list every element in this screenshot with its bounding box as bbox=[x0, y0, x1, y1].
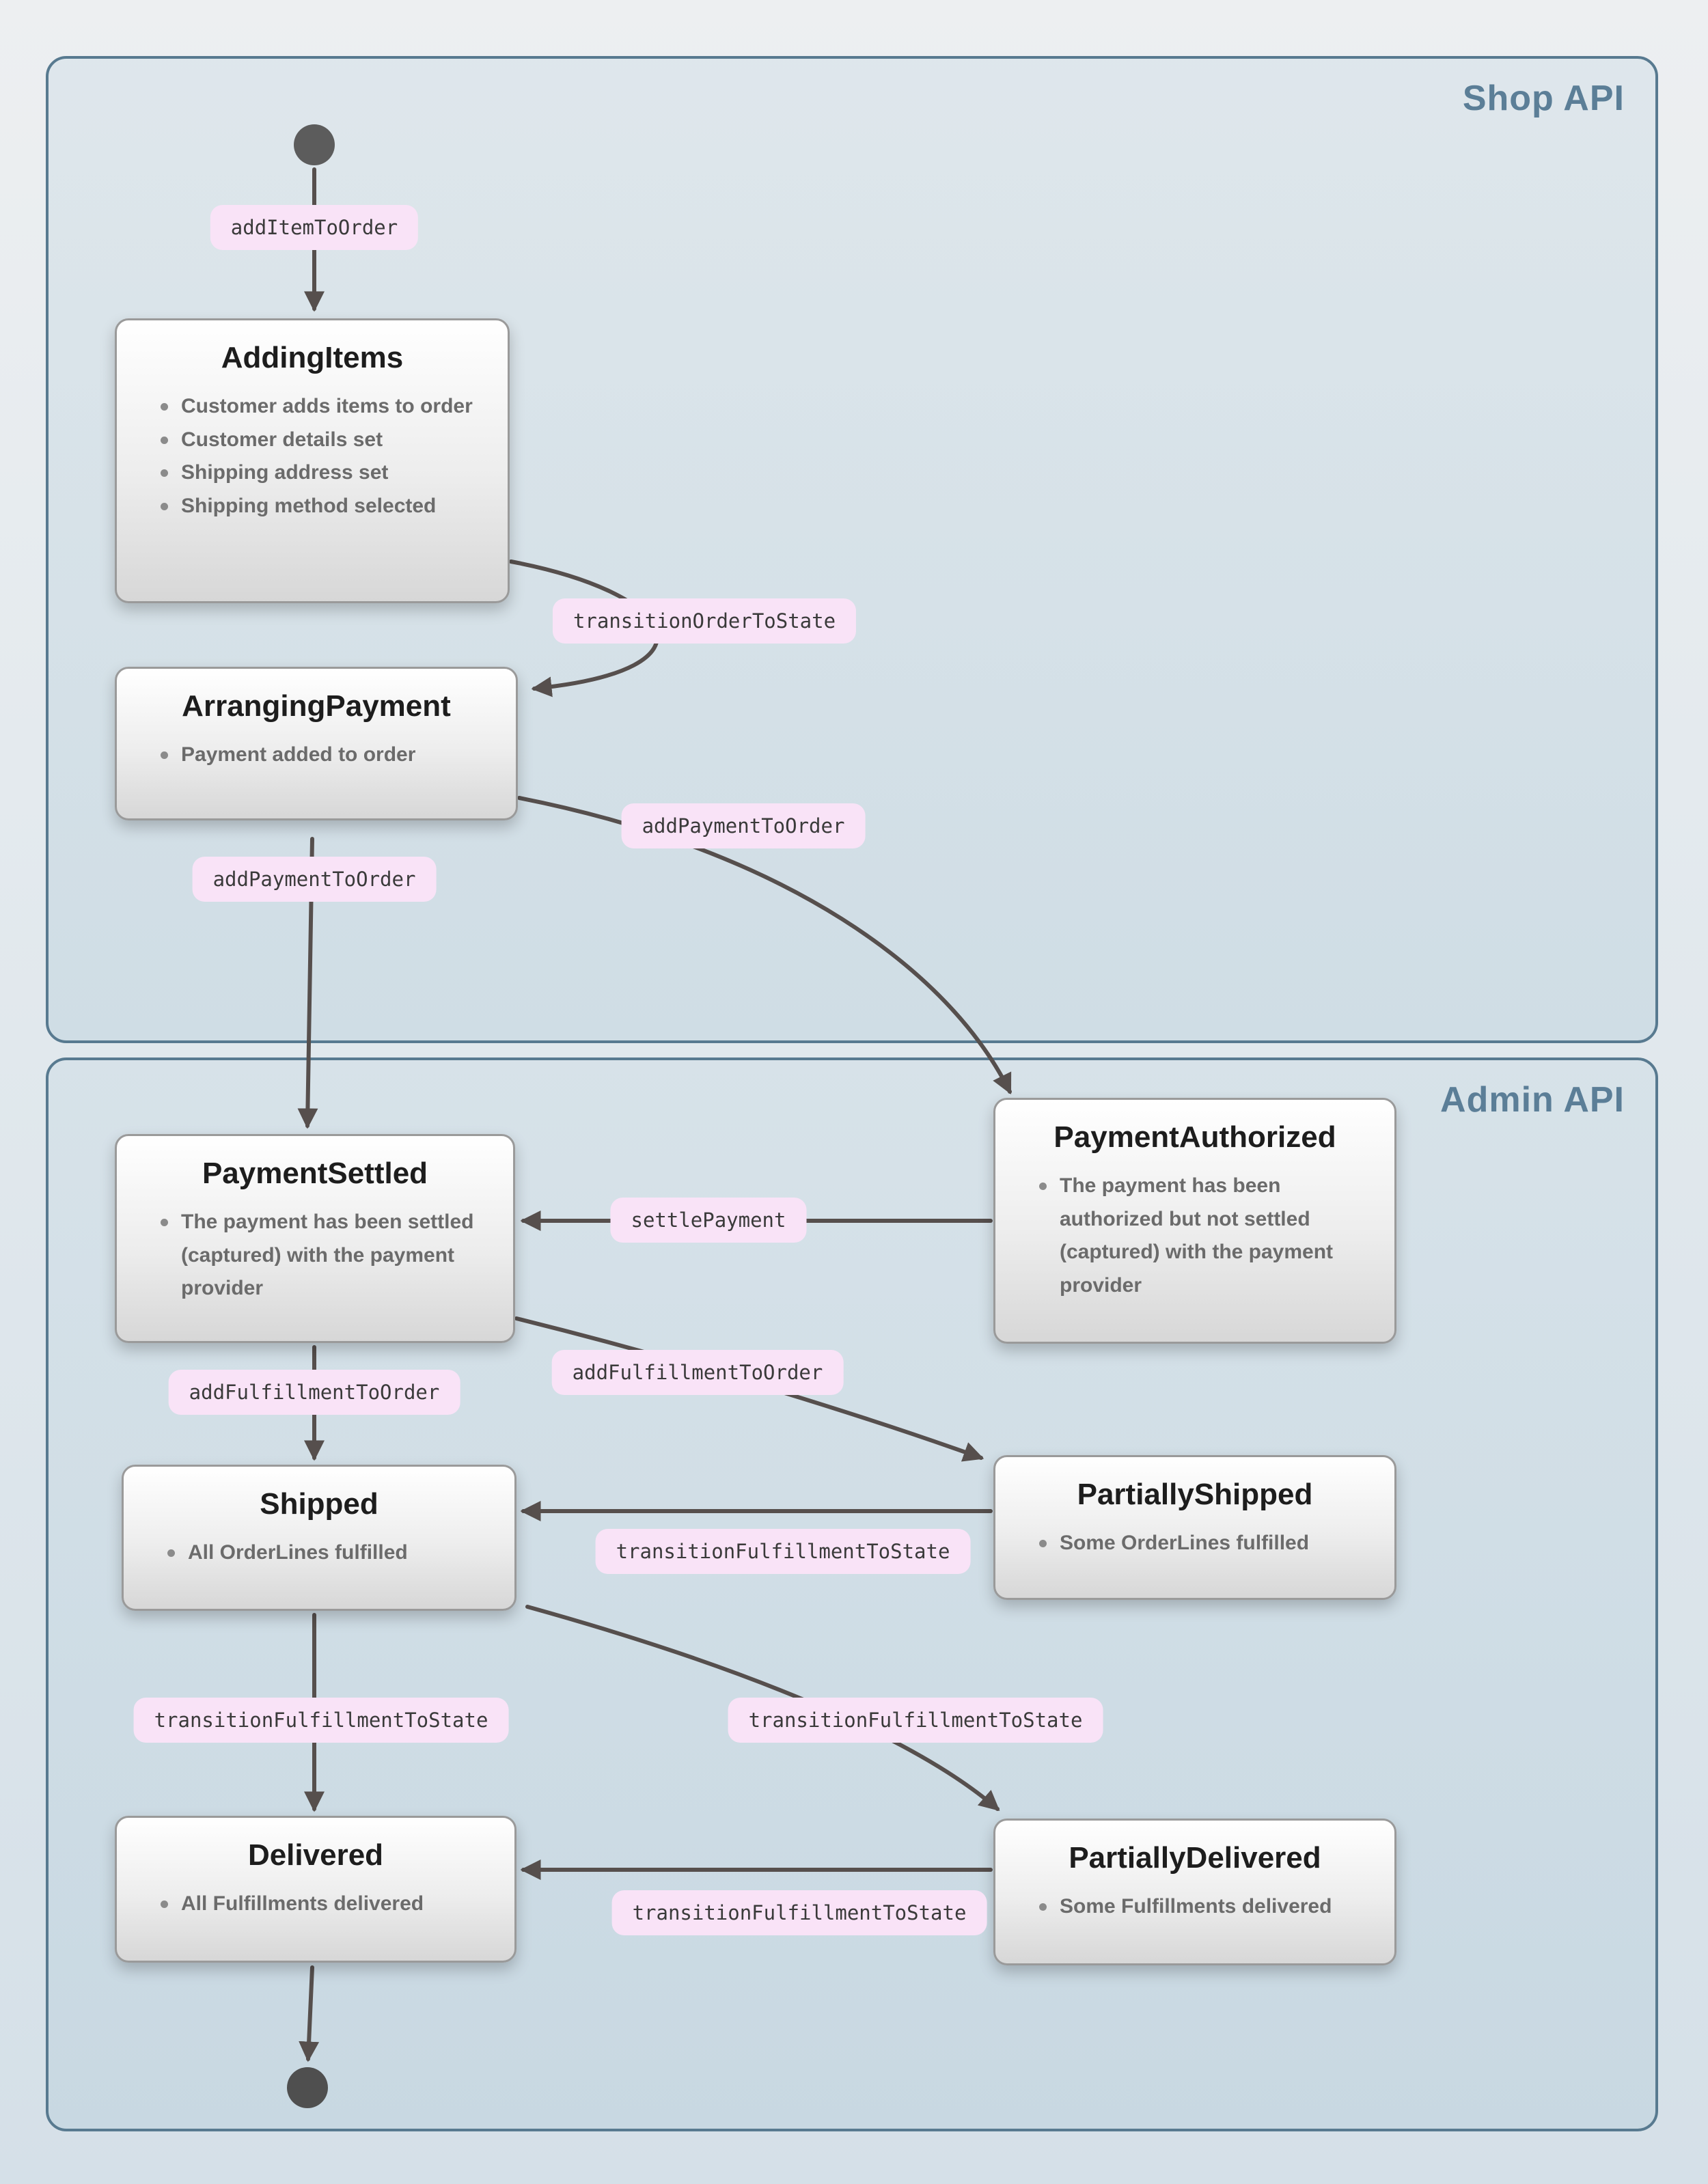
state-partiallydelivered: PartiallyDelivered Some Fulfillments del… bbox=[993, 1819, 1396, 1965]
group-label-admin-api: Admin API bbox=[1440, 1080, 1625, 1120]
state-bullets: Some OrderLines fulfilled bbox=[1019, 1527, 1371, 1560]
state-bullet: Customer adds items to order bbox=[158, 390, 484, 424]
state-title: Shipped bbox=[260, 1487, 378, 1521]
edge-label-additemtoorder: addItemToOrder bbox=[210, 205, 419, 250]
edge-label-transitionfulfillmenttostate-pd-to-delivered: transitionFulfillmentToState bbox=[611, 1890, 987, 1935]
state-bullets: The payment has been authorized but not … bbox=[1019, 1170, 1371, 1302]
state-shipped: Shipped All OrderLines fulfilled bbox=[122, 1465, 516, 1611]
state-bullet: All Fulfillments delivered bbox=[158, 1888, 491, 1921]
state-arrangingpayment: ArrangingPayment Payment added to order bbox=[115, 667, 518, 820]
group-label-shop-api: Shop API bbox=[1462, 79, 1625, 118]
state-paymentsettled: PaymentSettled The payment has been sett… bbox=[115, 1134, 515, 1343]
edge-label-addpaymenttoorder-right: addPaymentToOrder bbox=[621, 803, 866, 848]
state-title: Delivered bbox=[247, 1838, 384, 1872]
state-title: ArrangingPayment bbox=[182, 689, 451, 723]
state-bullets: The payment has been settled (captured) … bbox=[140, 1206, 490, 1305]
state-bullet: The payment has been authorized but not … bbox=[1036, 1170, 1371, 1302]
edge-label-addfulfillmenttoorder-down: addFulfillmentToOrder bbox=[168, 1370, 460, 1415]
edge-label-addfulfillmenttoorder-right: addFulfillmentToOrder bbox=[551, 1350, 844, 1395]
state-bullet: Shipping method selected bbox=[158, 490, 484, 523]
state-title: PaymentSettled bbox=[202, 1157, 428, 1190]
edge-label-addpaymenttoorder-down: addPaymentToOrder bbox=[192, 857, 437, 902]
edge-label-transitionfulfillmenttostate-shipped: transitionFulfillmentToState bbox=[595, 1529, 971, 1574]
state-bullets: Payment added to order bbox=[140, 738, 493, 772]
state-bullet: Some Fulfillments delivered bbox=[1036, 1890, 1371, 1924]
state-bullets: All OrderLines fulfilled bbox=[147, 1536, 491, 1570]
edge-label-transitionordertostate: transitionOrderToState bbox=[552, 598, 857, 644]
state-addingitems: AddingItems Customer adds items to order… bbox=[115, 318, 510, 603]
state-bullets: Some Fulfillments delivered bbox=[1019, 1890, 1371, 1924]
state-bullets: All Fulfillments delivered bbox=[140, 1888, 491, 1921]
state-title: PartiallyDelivered bbox=[1069, 1841, 1321, 1875]
state-title: AddingItems bbox=[221, 341, 404, 374]
state-title: PaymentAuthorized bbox=[1053, 1120, 1336, 1154]
state-bullet: Customer details set bbox=[158, 424, 484, 457]
state-paymentauthorized: PaymentAuthorized The payment has been a… bbox=[993, 1098, 1396, 1344]
state-bullet: Some OrderLines fulfilled bbox=[1036, 1527, 1371, 1560]
state-delivered: Delivered All Fulfillments delivered bbox=[115, 1816, 516, 1963]
state-title: PartiallyShipped bbox=[1077, 1478, 1313, 1511]
edge-label-transitionfulfillmenttostate-delivered: transitionFulfillmentToState bbox=[133, 1698, 509, 1743]
state-bullets: Customer adds items to order Customer de… bbox=[140, 390, 484, 523]
state-bullet: Shipping address set bbox=[158, 456, 484, 490]
edge-label-settlepayment: settlePayment bbox=[610, 1198, 807, 1243]
state-bullet: Payment added to order bbox=[158, 738, 493, 772]
edge-label-transitionfulfillmenttostate-partiallydelivered: transitionFulfillmentToState bbox=[728, 1698, 1103, 1743]
state-bullet: All OrderLines fulfilled bbox=[165, 1536, 491, 1570]
state-partiallyshipped: PartiallyShipped Some OrderLines fulfill… bbox=[993, 1455, 1396, 1600]
state-bullet: The payment has been settled (captured) … bbox=[158, 1206, 490, 1305]
